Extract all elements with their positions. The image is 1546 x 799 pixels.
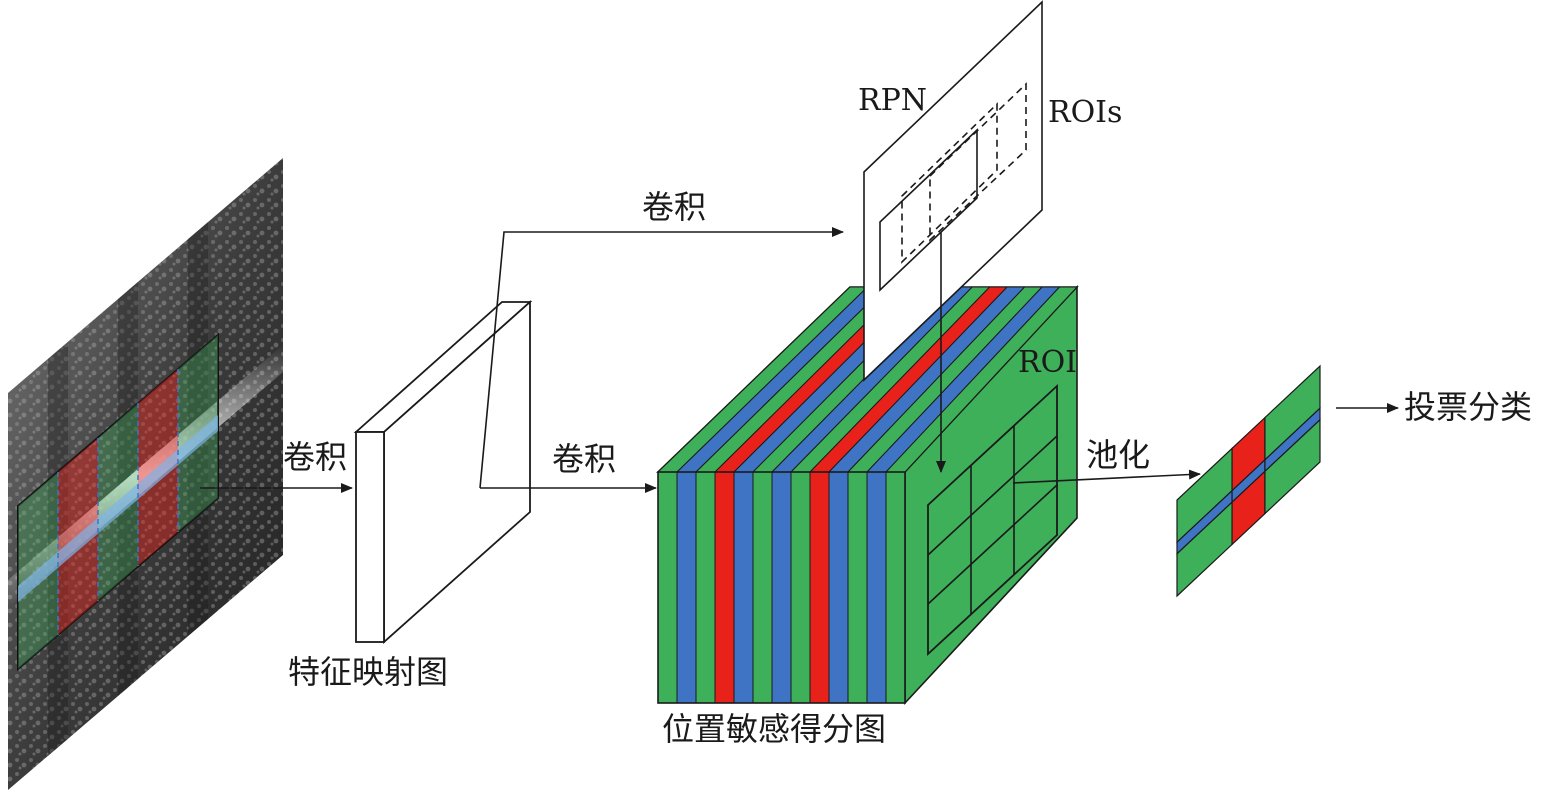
- score-map-layer-front: [866, 471, 887, 704]
- label-conv-upper: 卷积: [642, 188, 706, 226]
- arrow-feature-to-rpn: [479, 227, 844, 489]
- label-conv-lower: 卷积: [552, 440, 616, 478]
- score-map-layers: [656, 286, 1079, 704]
- score-map-layer-front: [828, 471, 849, 704]
- roi-grid: [927, 383, 1058, 657]
- score-map-layer-front: [885, 471, 906, 704]
- score-map-layer-front: [771, 471, 792, 704]
- roi-solid-box: [879, 128, 978, 292]
- roi-dashed-box-2: [929, 82, 1027, 242]
- roi-dashed-box-1: [901, 102, 998, 264]
- label-conv-input: 卷积: [283, 438, 347, 476]
- pooled-output-grid: [1176, 364, 1321, 598]
- score-map-layer-front: [752, 471, 773, 704]
- pooled-cell: [1264, 418, 1321, 515]
- label-score-map: 位置敏感得分图: [662, 710, 886, 748]
- score-map-layer-front: [790, 471, 811, 704]
- score-map-layer-front: [657, 471, 678, 704]
- label-roi: ROI: [1018, 345, 1077, 380]
- label-rpn: RPN: [858, 83, 927, 118]
- roi-overlay: [17, 332, 219, 672]
- input-image: [8, 158, 283, 790]
- score-map-layer-front: [695, 471, 716, 704]
- label-pooling: 池化: [1086, 436, 1150, 474]
- score-map-front-face: [657, 471, 906, 704]
- label-feature-map: 特征映射图: [288, 653, 448, 691]
- label-vote: 投票分类: [1404, 388, 1532, 426]
- score-map-layer-front: [847, 471, 868, 704]
- score-map-layer-front: [809, 471, 830, 704]
- arrow-pooling: [1012, 469, 1201, 484]
- score-map-layer-front: [676, 471, 697, 704]
- feature-map-box: [353, 299, 533, 645]
- rpn-plane: [863, 0, 1043, 382]
- score-map-block: [656, 284, 1079, 706]
- score-map-layer-front: [733, 471, 754, 704]
- score-map-layer-front: [714, 471, 735, 704]
- label-rois: ROIs: [1048, 95, 1122, 130]
